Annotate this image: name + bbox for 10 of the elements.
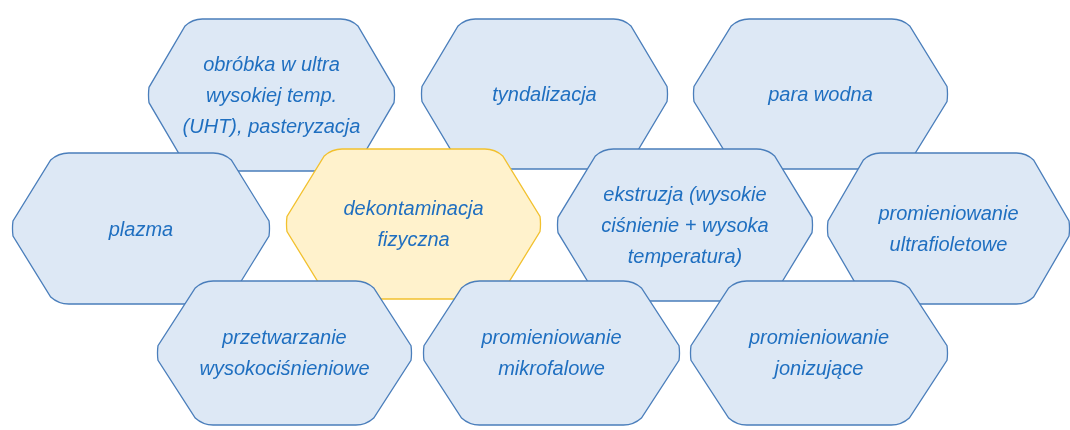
hexagon-label: promieniowanie jonizujące <box>747 325 891 381</box>
hexagon-label: tyndalizacja <box>491 81 598 107</box>
hexagon-label: plazma <box>107 216 175 242</box>
hexagon-label: ekstruzja (wysokie ciśnienie + wysoka temperatura) <box>600 181 770 269</box>
hexagon-label: przetwarzanie wysokociśnieniowe <box>198 325 371 381</box>
hexagon-label: obróbka w ultra wysokiej temp. (UHT), pasteryzacja <box>182 51 361 139</box>
hexagon-label: promieniowanie ultrafioletowe <box>877 200 1020 257</box>
hexagon-label: para wodna <box>767 81 874 107</box>
hexagon-label: dekontaminacja fizyczna <box>342 196 485 252</box>
hexagon-label: promieniowanie mikrofalowe <box>480 325 623 381</box>
